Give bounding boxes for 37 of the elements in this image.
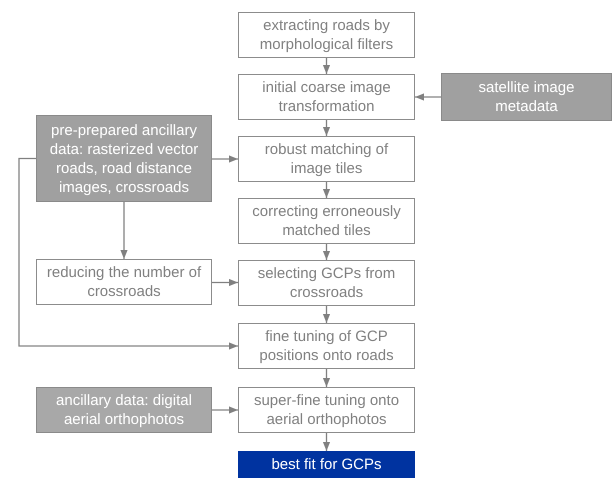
arrow <box>322 58 330 74</box>
process-box <box>238 198 415 244</box>
node-label: best fit for GCPs <box>271 455 382 474</box>
arrow <box>415 93 441 101</box>
node-label: correcting erroneously matched tiles <box>251 202 402 240</box>
process-box <box>238 12 415 58</box>
process-box <box>238 260 415 306</box>
data-box <box>36 115 212 202</box>
node-label: pre-prepared ancillary data: rasterized vector roads, road distance images, crossroads <box>48 120 200 196</box>
data-box <box>441 73 612 121</box>
process-box <box>238 323 415 369</box>
arrow <box>322 244 330 260</box>
node-label: selecting GCPs from crossroads <box>256 264 396 302</box>
arrow <box>212 155 238 163</box>
node-label: extracting roads by morphological filters <box>258 16 394 54</box>
node-label: initial coarse image transformation <box>261 78 392 116</box>
node-label: super-fine tuning onto aerial orthophotos <box>252 391 400 429</box>
data-box <box>36 387 212 433</box>
process-box <box>238 136 415 182</box>
arrow <box>212 406 238 414</box>
arrow <box>212 278 238 286</box>
arrow <box>120 202 128 259</box>
node-label: robust matching of image tiles <box>264 140 390 178</box>
arrow <box>322 182 330 198</box>
arrow <box>322 369 330 387</box>
process-box <box>238 74 415 120</box>
arrow <box>322 120 330 136</box>
node-label: reducing the number of crossroads <box>46 263 202 301</box>
result-box <box>238 451 415 478</box>
arrow <box>322 433 330 451</box>
process-box <box>36 259 212 305</box>
node-label: satellite image metadata <box>478 78 576 116</box>
process-box <box>238 387 415 433</box>
arrow <box>18 158 238 350</box>
arrow <box>322 306 330 323</box>
node-label: fine tuning of GCP positions onto roads <box>258 327 395 365</box>
node-label: ancillary data: digital aerial orthophotos <box>55 391 193 429</box>
